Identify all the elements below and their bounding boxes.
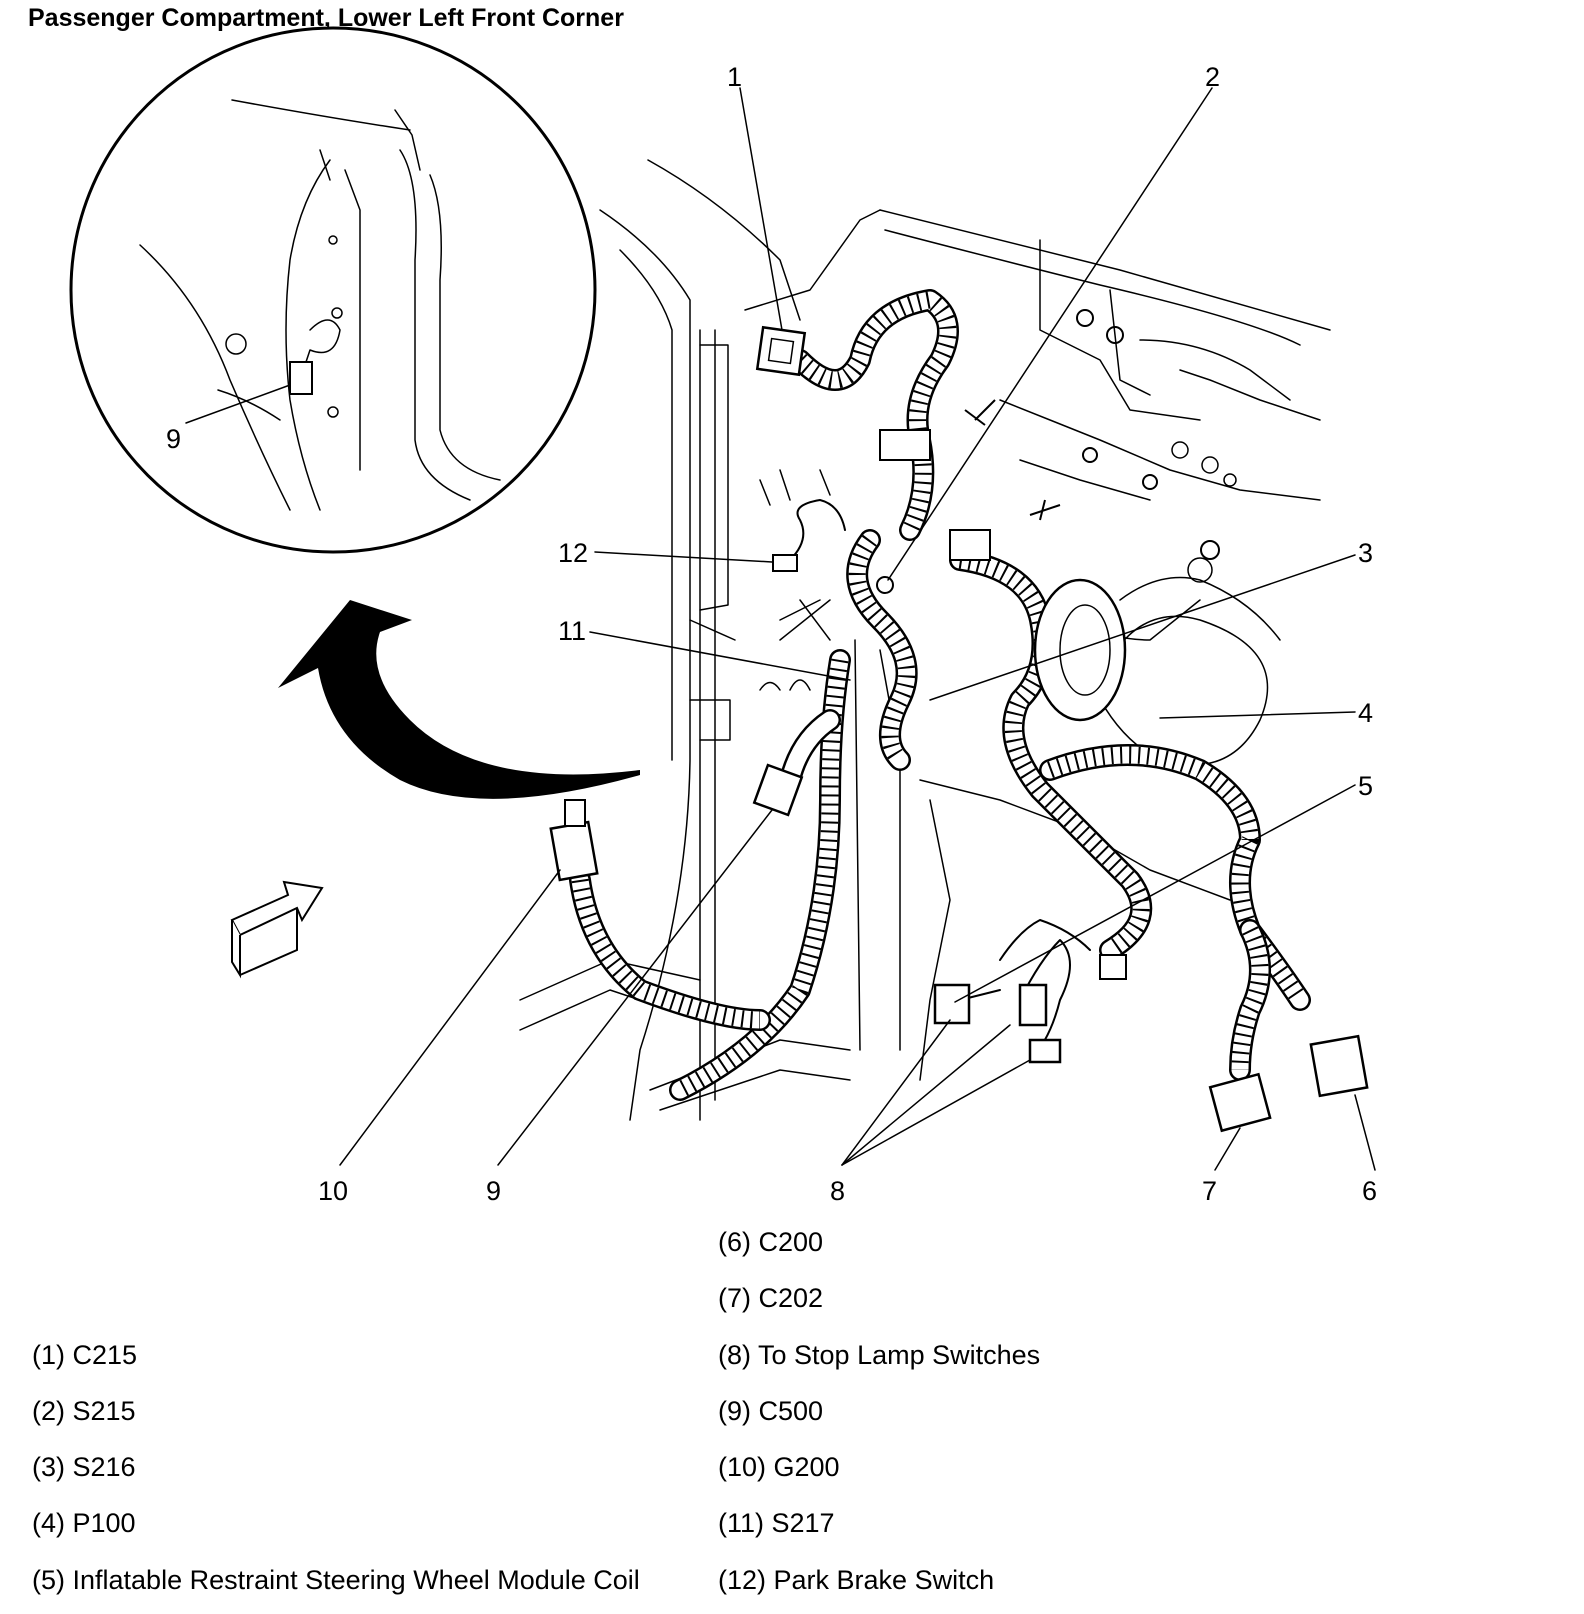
legend-item: (7) C202 [718,1283,824,1313]
legend-item: (12) Park Brake Switch [718,1565,995,1595]
park-brake-switch-connector [772,554,798,572]
callout-4: 4 [1358,698,1373,728]
legend-item: (4) P100 [32,1508,136,1538]
c202-connector [1208,1072,1272,1133]
stop-lamp-connector-c [1028,1038,1062,1064]
callout-9-inset: 9 [166,424,181,454]
coil-connector [1099,954,1127,980]
detail-inset [69,26,597,554]
leader-lines [339,87,1376,1171]
callout-3: 3 [1358,538,1373,568]
components [549,309,1369,1133]
legend-item: (1) C215 [32,1340,138,1370]
legend-item: (10) G200 [718,1452,840,1482]
legend-item: (3) S216 [32,1452,136,1482]
stop-lamp-connector-b [1018,983,1048,1027]
callout-10: 10 [318,1176,348,1206]
legend-item: (6) C200 [718,1227,824,1257]
wiring-harness [569,289,1311,1101]
vehicle-body [519,159,1331,1121]
callout-9: 9 [486,1176,501,1206]
legend-item: (2) S215 [32,1396,136,1426]
callout-6: 6 [1362,1176,1377,1206]
g200-ground [549,820,599,882]
callout-2: 2 [1205,62,1220,92]
callout-1: 1 [727,62,742,92]
callout-5: 5 [1358,771,1373,801]
callout-7: 7 [1202,1176,1217,1206]
callout-12: 12 [558,538,588,568]
c200-connector [1309,1034,1369,1098]
c500-connector-inset [289,361,313,395]
c215-connector [755,325,807,377]
legend-item: (5) Inflatable Restraint Steering Wheel … [32,1565,640,1595]
forward-arrow-icon [230,880,324,979]
c500-connector [752,763,804,817]
callout-11: 11 [558,616,586,646]
view-direction-arrow [278,600,640,799]
s215-splice [876,576,894,594]
legend-item: (8) To Stop Lamp Switches [718,1340,1041,1370]
legend-item: (9) C500 [718,1396,824,1426]
callout-8: 8 [830,1176,845,1206]
stop-lamp-connector-a [933,983,971,1025]
legend-item: (11) S217 [718,1508,835,1538]
p100-grommet [1033,578,1127,722]
